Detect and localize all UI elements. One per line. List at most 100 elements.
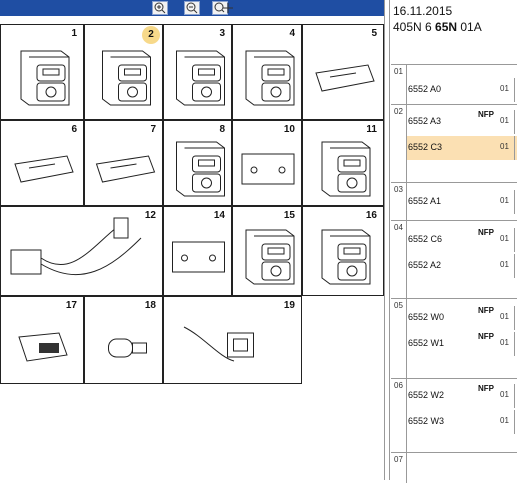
parts-group-04: 04	[391, 220, 517, 299]
column-separator	[514, 384, 515, 408]
cell-number: 19	[283, 300, 295, 311]
column-separator	[514, 306, 515, 330]
diagram-cell-16[interactable]: 16	[302, 206, 384, 296]
part-quantity: 01	[500, 196, 509, 205]
diagram-cell-8[interactable]: 8	[163, 120, 232, 206]
diagram-cell-17[interactable]: 17	[0, 296, 84, 384]
group-code: 03	[394, 185, 403, 194]
parts-group-07: 07	[391, 452, 517, 483]
group-separator	[406, 221, 407, 299]
part-row[interactable]: 6552 C3 01	[407, 136, 517, 160]
part-reference: 6552 C3	[408, 142, 443, 152]
group-separator	[406, 453, 407, 483]
part-illustration	[102, 50, 151, 106]
group-code: 01	[394, 67, 403, 76]
group-separator	[406, 65, 407, 105]
toolbar	[0, 0, 384, 16]
part-row[interactable]: 6552 A2 01	[407, 254, 517, 278]
part-row[interactable]: 6552 C6 NFP 01	[407, 228, 517, 252]
column-separator	[514, 110, 515, 134]
diagram-cell-15[interactable]: 15	[232, 206, 302, 296]
group-code: 05	[394, 301, 403, 310]
nfp-flag: NFP	[478, 110, 494, 119]
part-reference: 6552 C6	[408, 234, 443, 244]
part-quantity: 01	[500, 142, 509, 151]
part-illustration	[176, 50, 225, 106]
part-reference: 6552 A1	[408, 196, 442, 206]
part-illustration	[95, 155, 156, 183]
nfp-flag: NFP	[478, 228, 494, 237]
group-code: 06	[394, 381, 403, 390]
column-separator	[514, 228, 515, 252]
parts-group-03: 03	[391, 182, 517, 221]
catalog-reference: 405N 6 65N 01A	[393, 20, 482, 34]
diagram-cell-18[interactable]: 18	[84, 296, 163, 384]
part-illustration	[172, 241, 225, 273]
diagram-cell-1[interactable]: 1	[0, 24, 84, 120]
zoom-out-button[interactable]	[184, 1, 200, 15]
cell-number: 16	[365, 210, 377, 221]
diagram-cell-2[interactable]: 2	[84, 24, 163, 120]
group-separator	[406, 105, 407, 183]
part-illustration	[183, 326, 254, 362]
part-illustration	[20, 50, 70, 106]
column-separator	[514, 254, 515, 278]
part-quantity: 01	[500, 390, 509, 399]
group-separator	[406, 299, 407, 379]
diagram-cell-7[interactable]: 7	[84, 120, 163, 206]
part-quantity: 01	[500, 116, 509, 125]
diagram-cell-10[interactable]: 10	[232, 120, 302, 206]
cell-number: 11	[366, 124, 377, 135]
diagram-cell-3[interactable]: 3	[163, 24, 232, 120]
part-row[interactable]: 6552 A1 01	[407, 190, 517, 214]
diagram-cell-6[interactable]: 6	[0, 120, 84, 206]
cell-number: 6	[71, 124, 77, 135]
diagram-cell-19[interactable]: 19	[163, 296, 302, 384]
part-illustration	[10, 217, 142, 276]
nfp-flag: NFP	[478, 384, 494, 393]
pan-button[interactable]	[212, 1, 233, 15]
parts-group-01: 01	[391, 64, 517, 105]
part-reference: 6552 A0	[408, 84, 442, 94]
column-separator	[514, 78, 515, 102]
cell-number: 12	[144, 210, 156, 221]
part-reference: 6552 W1	[408, 338, 445, 348]
pan-icon	[214, 2, 233, 13]
diagram-cell-4[interactable]: 4	[232, 24, 302, 120]
zoom-in-icon	[154, 2, 166, 14]
column-separator	[514, 332, 515, 356]
cell-number: 7	[150, 124, 156, 135]
parts-group-02: 02	[391, 104, 517, 183]
group-code: 07	[394, 455, 403, 464]
diagram-cell-12[interactable]: 12	[0, 206, 163, 296]
zoom-out-icon	[186, 2, 198, 14]
part-illustration	[321, 229, 371, 285]
part-quantity: 01	[500, 338, 509, 347]
part-reference: 6552 A2	[408, 260, 442, 270]
part-quantity: 01	[500, 260, 509, 269]
part-reference: 6552 W3	[408, 416, 445, 426]
diagram-cell-5[interactable]: 5	[302, 24, 384, 120]
part-quantity: 01	[500, 234, 509, 243]
reference-model: 65N	[435, 20, 458, 34]
panel-splitter[interactable]	[384, 0, 390, 480]
part-illustration	[108, 338, 147, 358]
group-separator	[406, 379, 407, 453]
zoom-in-button[interactable]	[152, 1, 168, 15]
group-separator	[406, 183, 407, 221]
parts-group-06: 06	[391, 378, 517, 453]
diagram-cell-11[interactable]: 11	[302, 120, 384, 206]
cell-number: 4	[289, 28, 295, 39]
nfp-flag: NFP	[478, 306, 494, 315]
part-illustration	[176, 141, 225, 197]
part-quantity: 01	[500, 312, 509, 321]
diagram-cell-14[interactable]: 14	[163, 206, 232, 296]
